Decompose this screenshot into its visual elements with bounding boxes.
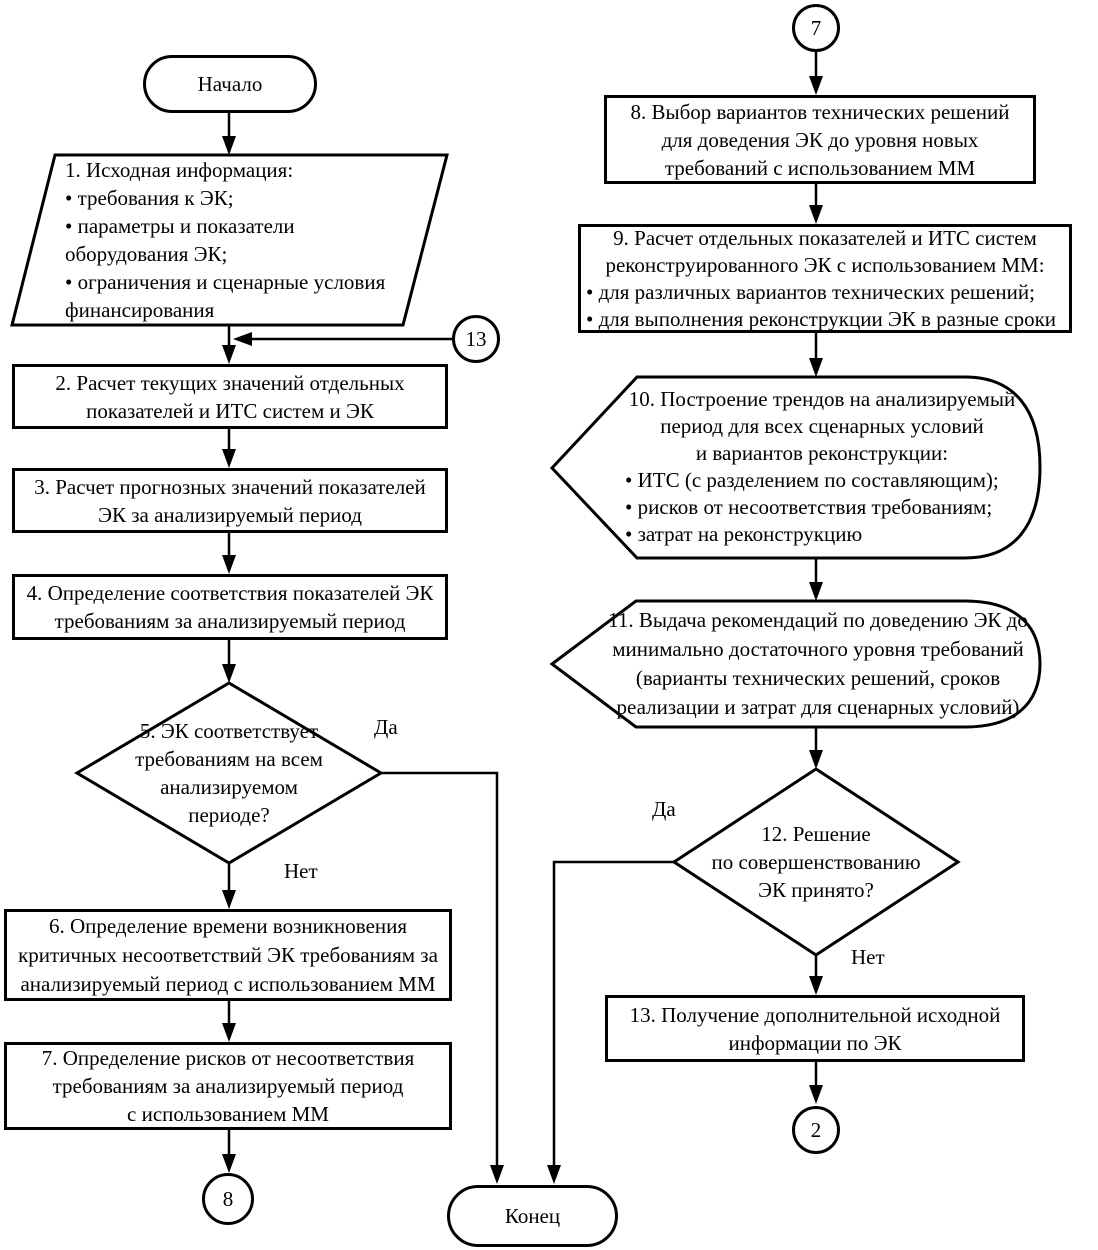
connector-circle-13: 13 xyxy=(452,315,500,363)
n8-line: для доведения ЭК до уровня новых xyxy=(661,127,979,152)
decision-12-text: 12. Решение по совершенствованию ЭК прин… xyxy=(696,820,936,904)
decision-5-shape xyxy=(74,681,384,865)
display-11-text: 11. Выдача рекомендаций по доведению ЭК … xyxy=(606,606,1030,722)
connector-13-label: 13 xyxy=(465,326,487,351)
n12-line: 12. Решение xyxy=(761,822,871,846)
n5-line: анализируемом xyxy=(160,775,298,799)
n10-line: 10. Построение трендов на анализируемый xyxy=(628,387,1016,411)
arrow-4-to-5 xyxy=(222,640,236,683)
n10-line: и вариантов реконструкции: xyxy=(695,441,949,465)
arrow-12-yes-to-end xyxy=(547,860,674,1184)
n6-line: анализируемый период с использованием ММ xyxy=(20,971,436,996)
start-terminator: Начало xyxy=(143,55,317,113)
arrow-9-to-10 xyxy=(809,333,823,377)
connector-7-label: 7 xyxy=(810,15,822,40)
n1-line: оборудования ЭК; xyxy=(65,242,228,266)
n1-line: • параметры и показатели xyxy=(65,214,295,238)
start-label: Начало xyxy=(197,72,263,96)
input-parallelogram-text: 1. Исходная информация: • требования к Э… xyxy=(60,156,428,324)
n1-line: • ограничения и сценарные условия xyxy=(65,270,386,294)
connector-circle-7: 7 xyxy=(792,4,840,52)
n1-line: • требования к ЭК; xyxy=(65,186,234,210)
n6-line: 6. Определение времени возникновения xyxy=(48,913,408,938)
arrow-1-to-2 xyxy=(222,325,236,364)
connector-arrows xyxy=(222,52,823,1184)
n13-line: 13. Получение дополнительной исходной xyxy=(629,1002,1001,1027)
n1-line: финансирования xyxy=(65,298,215,322)
process-13: 13. Получение дополнительной исходной ин… xyxy=(605,995,1025,1062)
arrow-8-to-9 xyxy=(809,184,823,224)
arrow-connector7-to-8 xyxy=(809,52,823,95)
n7-line: с использованием ММ xyxy=(127,1102,329,1126)
n10-line: период для всех сценарных условий xyxy=(660,414,984,438)
edge-label-no-12: Нет xyxy=(851,945,885,969)
decision-12-shape xyxy=(671,767,961,957)
n5-line: 5. ЭК соответствует xyxy=(139,719,319,743)
n13-line: информации по ЭК xyxy=(728,1030,902,1055)
n10-line: • ИТС (с разделением по составляющим); xyxy=(625,468,999,492)
end-label: Конец xyxy=(504,1204,561,1228)
input-parallelogram-shape xyxy=(10,153,449,327)
arrow-5-no-to-6 xyxy=(222,863,236,909)
n8-line: 8. Выбор вариантов технических решений xyxy=(630,99,1010,124)
n5-line: требованиям на всем xyxy=(135,747,323,771)
connector-circle-8: 8 xyxy=(202,1173,254,1225)
arrow-2-to-3 xyxy=(222,429,236,468)
n7-line: 7. Определение рисков от несоответствия xyxy=(41,1046,415,1070)
edge-label-yes-12: Да xyxy=(652,797,676,821)
n11-line: минимально достаточного уровня требовани… xyxy=(612,637,1024,661)
edge-label-no-5: Нет xyxy=(284,859,318,883)
n1-line: 1. Исходная информация: xyxy=(65,158,294,182)
n2-line: показателей и ИТС систем и ЭК xyxy=(86,398,374,423)
n10-line: • рисков от несоответствия требованиям; xyxy=(625,495,993,519)
n3-line: ЭК за анализируемый период xyxy=(98,502,362,527)
n9-line: реконструированного ЭК с использованием … xyxy=(605,252,1045,277)
n10-line: • затрат на реконструкцию xyxy=(625,522,863,546)
n3-line: 3. Расчет прогнозных значений показателе… xyxy=(34,474,426,499)
n11-line: (варианты технических решений, сроков xyxy=(635,666,1001,690)
arrow-12-no-to-13 xyxy=(809,955,823,995)
n9-line: 9. Расчет отдельных показателей и ИТС си… xyxy=(613,225,1037,250)
display-11-shape xyxy=(549,599,1042,729)
process-9: 9. Расчет отдельных показателей и ИТС си… xyxy=(578,224,1072,333)
n11-line: 11. Выдача рекомендаций по доведению ЭК … xyxy=(608,608,1028,632)
arrow-connector13-to-junction xyxy=(233,332,452,346)
arrow-3-to-4 xyxy=(222,533,236,574)
process-8: 8. Выбор вариантов технических решений д… xyxy=(604,95,1036,184)
arrow-start-to-1 xyxy=(222,113,236,155)
n9-line: • для выполнения реконструкции ЭК в разн… xyxy=(586,306,1057,331)
connector-circle-2: 2 xyxy=(792,1106,840,1154)
n8-line: требований с использованием ММ xyxy=(664,155,976,180)
n7-line: требованиям за анализируемый период xyxy=(52,1074,404,1098)
end-terminator: Конец xyxy=(447,1185,618,1247)
n4-line: требованиям за анализируемый период xyxy=(54,609,406,633)
n4-line: 4. Определение соответствия показателей … xyxy=(26,581,434,605)
arrow-7-to-connector8 xyxy=(222,1130,236,1173)
n11-line: реализации и затрат для сценарных услови… xyxy=(616,695,1020,719)
edge-label-yes-5: Да xyxy=(374,715,398,739)
display-10-text: 10. Построение трендов на анализируемый … xyxy=(620,386,1024,548)
arrow-5-yes-to-end xyxy=(381,771,504,1184)
process-4: 4. Определение соответствия показателей … xyxy=(12,574,448,640)
connector-8-label: 8 xyxy=(222,1186,234,1211)
process-6: 6. Определение времени возникновения кри… xyxy=(4,909,452,1001)
n5-line: периоде? xyxy=(188,803,270,827)
arrow-6-to-7 xyxy=(222,1001,236,1042)
arrow-10-to-11 xyxy=(809,558,823,601)
n9-line: • для различных вариантов технических ре… xyxy=(586,279,1035,304)
n6-line: критичных несоответствий ЭК требованиям … xyxy=(18,942,438,967)
n12-line: по совершенствованию xyxy=(711,850,921,874)
process-3: 3. Расчет прогнозных значений показателе… xyxy=(12,468,448,533)
display-10-shape xyxy=(549,375,1042,560)
n12-line: ЭК принято? xyxy=(758,878,874,902)
n2-line: 2. Расчет текущих значений отдельных xyxy=(55,370,405,395)
decision-5-text: 5. ЭК соответствует требованиям на всем … xyxy=(104,717,354,829)
arrow-11-to-12 xyxy=(809,727,823,769)
process-2: 2. Расчет текущих значений отдельных пок… xyxy=(12,364,448,429)
arrow-13-to-connector2 xyxy=(809,1062,823,1104)
process-7: 7. Определение рисков от несоответствия … xyxy=(4,1042,452,1130)
connector-2-label: 2 xyxy=(810,1117,822,1142)
